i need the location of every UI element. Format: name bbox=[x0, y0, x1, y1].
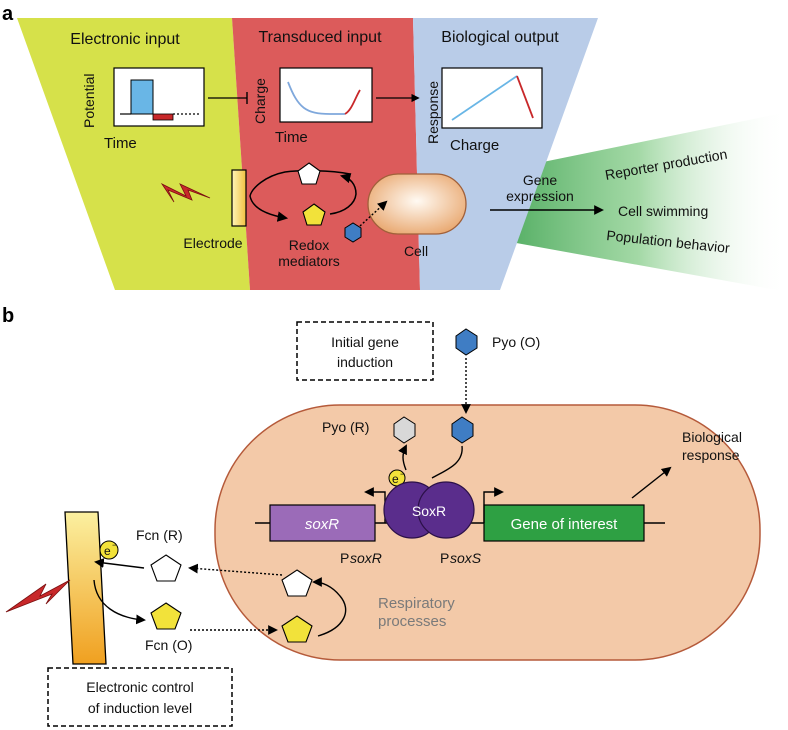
gene-expression-line1: Gene bbox=[523, 172, 557, 188]
promoter-soxS-arrow bbox=[483, 487, 504, 523]
charge-trace-blue bbox=[287, 81, 345, 115]
initial-induction-line1: Initial gene bbox=[331, 334, 399, 350]
response-ylabel: Response bbox=[425, 81, 441, 144]
pentagon-oxidized-icon bbox=[297, 162, 321, 185]
lightning-bolt-icon bbox=[5, 579, 71, 613]
response-trace-blue bbox=[451, 75, 518, 121]
fcn-release-arrow bbox=[93, 579, 146, 625]
electrode-label: Electrode bbox=[183, 235, 242, 251]
electronic-input-title: Electronic input bbox=[70, 31, 180, 48]
redox-label-line2: mediators bbox=[278, 253, 339, 269]
electronic-control-box bbox=[47, 667, 233, 727]
potential-ylabel: Potential bbox=[81, 74, 97, 128]
soxR-protein-right bbox=[417, 481, 475, 539]
response-plot bbox=[441, 67, 543, 129]
output-cell-swimming: Cell swimming bbox=[618, 203, 708, 219]
fcn-reduced-icon bbox=[150, 554, 182, 582]
response-trace-red bbox=[516, 75, 534, 119]
electrode-a bbox=[231, 169, 247, 227]
initial-induction-line2: induction bbox=[337, 354, 393, 370]
biological-response-arrow bbox=[631, 466, 672, 499]
panel-a-letter: a bbox=[2, 3, 14, 25]
fcn-reduced-label: Fcn (R) bbox=[136, 527, 183, 543]
fcn-oxidized-icon bbox=[150, 602, 182, 630]
pyocyanin-hexagon-icon bbox=[344, 222, 362, 243]
electron-label-b: e bbox=[392, 472, 399, 486]
pyo-binding-arrow bbox=[431, 445, 463, 479]
redox-label-line1: Redox bbox=[289, 237, 329, 253]
pyo-reduced-label: Pyo (R) bbox=[322, 419, 369, 435]
gene-expression-fan bbox=[455, 112, 788, 292]
charge-xlabel: Time bbox=[275, 129, 308, 146]
panel-b-letter: b bbox=[2, 305, 14, 327]
biological-response-line2: response bbox=[682, 447, 740, 463]
biological-output-title: Biological output bbox=[441, 29, 559, 46]
soxR-gene-label: soxR bbox=[305, 516, 339, 533]
respiratory-cycle-arrow bbox=[312, 577, 347, 637]
fcn-oxidation-arrow bbox=[94, 558, 145, 569]
potential-plot bbox=[113, 67, 205, 127]
psoxR-p: P bbox=[340, 550, 349, 566]
biological-response-line1: Biological bbox=[682, 429, 742, 445]
initial-induction-box bbox=[296, 321, 434, 381]
respiratory-processes-line2: processes bbox=[378, 613, 446, 630]
fcn-reduced-export-arrow bbox=[188, 563, 283, 576]
respiratory-processes-line1: Respiratory bbox=[378, 595, 455, 612]
soxR-gene-box bbox=[269, 504, 376, 542]
transduced-input-section bbox=[232, 18, 420, 290]
potential-xlabel: Time bbox=[104, 135, 137, 152]
charge-plot bbox=[279, 67, 373, 123]
soxR-protein-label: SoxR bbox=[412, 503, 446, 519]
pyo-oxidized-inside-icon bbox=[451, 416, 474, 444]
psoxS-p: P bbox=[440, 550, 449, 566]
fcn-oxidized-inside-icon bbox=[281, 615, 313, 643]
response-xlabel: Charge bbox=[450, 137, 499, 154]
electronic-control-line2: of induction level bbox=[88, 700, 192, 716]
electrode-b bbox=[64, 511, 107, 665]
mediator-to-cell-arrow bbox=[359, 200, 388, 227]
gene-of-interest-label: Gene of interest bbox=[511, 516, 619, 533]
pyo-reduced-icon bbox=[393, 416, 416, 444]
gene-expression-line2: expression bbox=[506, 188, 574, 204]
electron-superscript-electrode: − bbox=[112, 540, 117, 550]
charge-ylabel: Charge bbox=[252, 78, 268, 124]
pentagon-reduced-icon bbox=[302, 203, 326, 226]
pyo-oxidized-icon bbox=[455, 328, 478, 356]
fcn-oxidized-label: Fcn (O) bbox=[145, 637, 192, 653]
cell-a bbox=[367, 173, 467, 235]
pyo-reduction-arrow bbox=[398, 444, 407, 471]
potential-pulse-negative bbox=[152, 113, 174, 121]
electron-icon-electrode bbox=[99, 540, 119, 560]
psoxS-name: soxS bbox=[450, 550, 482, 566]
electron-label-electrode: e bbox=[104, 544, 111, 558]
psoxR-name: soxR bbox=[350, 550, 382, 566]
transduced-input-title: Transduced input bbox=[258, 29, 382, 46]
charge-trace-red bbox=[344, 89, 361, 115]
fcn-reduced-inside-icon bbox=[281, 569, 313, 597]
electron-superscript-b: − bbox=[400, 469, 405, 479]
electronic-control-line1: Electronic control bbox=[86, 679, 193, 695]
redox-cycle-arrow-right bbox=[329, 172, 357, 215]
lightning-bolt-icon bbox=[160, 182, 211, 203]
cell-label: Cell bbox=[404, 243, 428, 259]
potential-pulse-positive bbox=[130, 79, 154, 115]
pyo-oxidized-label: Pyo (O) bbox=[492, 334, 540, 350]
